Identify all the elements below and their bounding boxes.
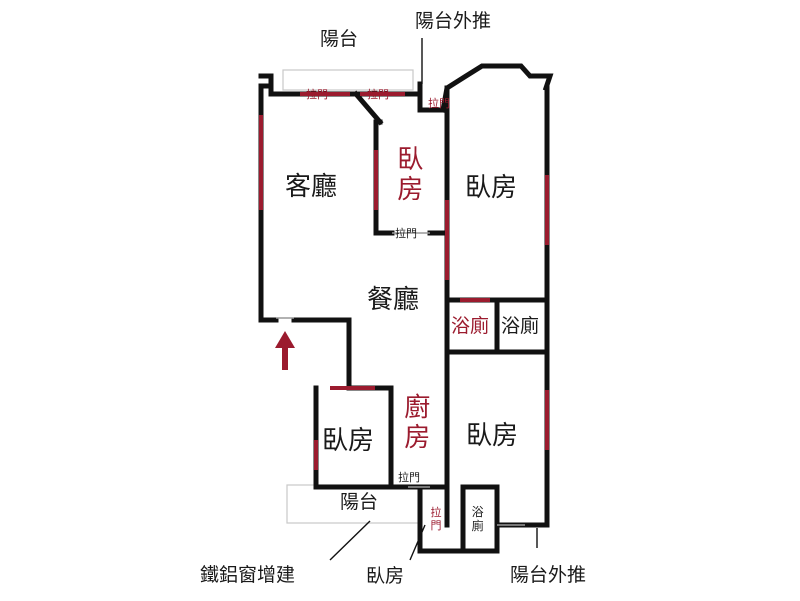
living-room-label: 客廳: [285, 172, 338, 202]
bottom-bath: [460, 484, 500, 554]
sliding-door-label: 拉門: [367, 88, 389, 101]
sliding-door-label: 拉門: [395, 227, 417, 240]
balcony-bottom-label: 陽台: [340, 491, 379, 513]
top-balcony-outline: [282, 69, 414, 91]
balcony-top-label: 陽台: [320, 28, 359, 50]
sliding-door-label: 拉門: [428, 97, 450, 110]
bottom-small-rooms: [417, 484, 466, 554]
entrance-walls: [291, 317, 394, 391]
small-bedroom-label: 臥房: [397, 145, 424, 205]
wall-segment: [352, 90, 384, 126]
bedroom-bottom-left: [313, 385, 379, 490]
bath-bottom-label: 浴廁: [471, 505, 484, 533]
right-block-top: [440, 63, 554, 113]
outer-wall-left: [258, 83, 279, 323]
up-arrow-icon: [275, 331, 295, 370]
balcony-push-top-label: 陽台外推: [415, 10, 492, 32]
iron-window-leader: [329, 520, 371, 561]
bedroom-callout-leader: [409, 524, 426, 561]
sliding-door-label: 拉門: [430, 506, 442, 532]
balcony-push-bottom-label: 陽台外推: [510, 564, 587, 586]
door-lines: [276, 232, 525, 526]
bedroom-right-bottom-label: 臥房: [466, 421, 519, 451]
bath-left-label: 浴廁: [451, 315, 490, 337]
dining-room-label: 餐廳: [367, 285, 420, 315]
sliding-door-label: 拉門: [306, 88, 328, 101]
outer-wall-top-left: [258, 73, 303, 97]
bath-right-label: 浴廁: [501, 315, 540, 337]
callout-lines: [329, 38, 538, 561]
small-bedroom-walls: [373, 119, 395, 236]
bedroom-left-bottom-label: 臥房: [322, 426, 375, 456]
accent-walls: [259, 92, 549, 470]
kitchen-label: 廚房: [404, 393, 431, 453]
iron-window-label: 鐵鋁窗增建: [200, 564, 296, 586]
bedroom-callout-label: 臥房: [366, 565, 405, 587]
sliding-door-label: 拉門: [398, 471, 420, 484]
bedroom-right-top-label: 臥房: [465, 173, 518, 203]
